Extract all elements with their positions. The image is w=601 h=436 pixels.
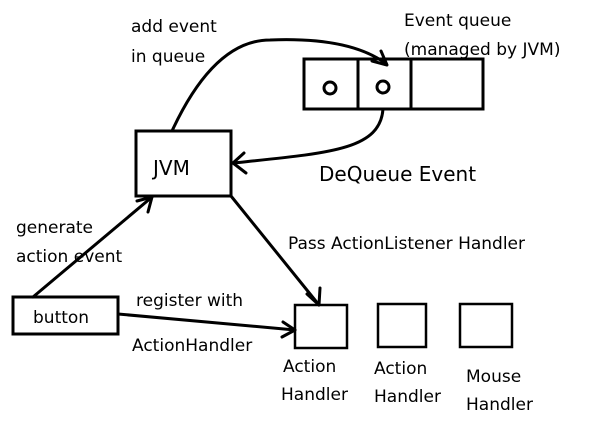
generate-label-2: action event [16,247,122,267]
mouse-handler-box [458,302,514,349]
button-label: button [33,308,89,328]
handler-1-label: Action [283,357,336,377]
queued-event-dot [375,79,391,95]
button-node: button [11,295,120,336]
dequeue-label: DeQueue Event [319,162,476,186]
register-label-2: ActionHandler [132,336,252,356]
handler-2-label-2: Handler [374,387,441,407]
handler-3-label: Mouse [466,367,521,387]
register-label: register with [136,291,243,311]
dequeue-arrow [231,107,385,165]
handler-3-label-2: Handler [466,395,533,415]
action-handler-box [293,303,349,350]
register-arrowhead [280,320,297,339]
event-queue [302,57,485,111]
handler-boxes [293,302,514,350]
pass-listener-arrow [229,194,321,307]
add-event-label: add event [131,17,217,37]
dequeue-arrowhead [231,151,248,175]
queued-event-dot [322,80,338,96]
action-handler-box [376,302,428,349]
add-event-arrow [170,38,387,133]
handler-2-label: Action [374,359,427,379]
add-event-label-2: in queue [131,47,205,67]
generate-label: generate [16,218,93,238]
generate-event-arrowhead [135,195,154,214]
handler-1-label-2: Handler [281,385,348,405]
pass-listener-label: Pass ActionListener Handler [288,234,525,254]
jvm-box [134,129,233,198]
add-event-arrowhead [370,49,389,67]
register-arrow [116,312,297,332]
event-queue-subtitle: (managed by JVM) [404,40,560,60]
generate-event-arrow [31,195,154,299]
pass-listener-arrowhead [305,286,322,307]
event-queue-title: Event queue [404,11,511,31]
jvm-node: JVM [134,129,233,198]
jvm-label: JVM [151,156,190,180]
button-box [11,295,120,336]
